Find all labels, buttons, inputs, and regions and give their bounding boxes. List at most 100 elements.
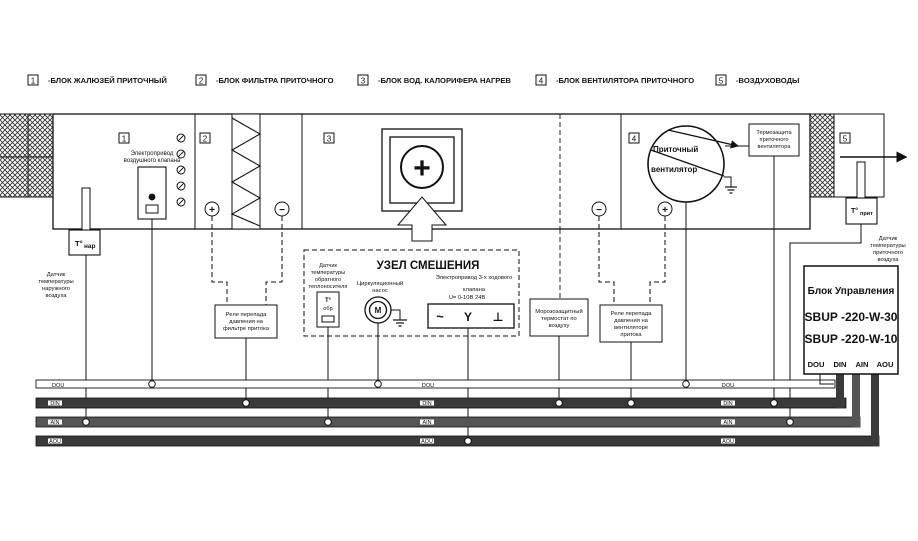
legend-text: -БЛОК ВЕНТИЛЯТОРА ПРИТОЧНОГО bbox=[556, 76, 694, 85]
outdoor-sensor-desc-4: воздуха bbox=[45, 293, 67, 299]
supply-sensor-desc-3: приточного bbox=[873, 250, 903, 256]
junction bbox=[82, 418, 90, 426]
junction bbox=[324, 418, 332, 426]
port-dou: DOU bbox=[808, 360, 825, 369]
junction bbox=[242, 399, 250, 407]
actuator-label-1: Электропривод bbox=[131, 151, 174, 157]
bus-aou: AOU AOU AOU bbox=[35, 374, 880, 447]
legend-item-4: 4 -БЛОК ВЕНТИЛЯТОРА ПРИТОЧНОГО bbox=[535, 74, 694, 86]
bus-aou-label-1: AOU bbox=[49, 439, 61, 445]
terminal-screws bbox=[176, 133, 186, 207]
fan-relay-label-4: притока bbox=[620, 332, 642, 338]
filter-pressure-relay: Реле перепада давления на фильтре приток… bbox=[214, 304, 278, 405]
three-way-valve-actuator: Электропривод 3-х ходового клапана U= 0-… bbox=[427, 275, 515, 441]
supply-sensor-desc-2: температуры bbox=[870, 243, 905, 249]
legend-text: -БЛОК ЖАЛЮЗЕЙ ПРИТОЧНЫЙ bbox=[48, 76, 167, 85]
outdoor-sensor-tag-sub: нар bbox=[84, 243, 96, 250]
legend-text: -БЛОК ФИЛЬТРА ПРИТОЧНОГО bbox=[216, 76, 334, 85]
fan-plus-port: + bbox=[662, 205, 668, 216]
return-sensor-tag-sub: обр bbox=[323, 306, 332, 312]
fan-pressure-relay: Реле перепада давления на вентиляторе пр… bbox=[599, 304, 663, 405]
junction bbox=[770, 399, 778, 407]
block-number-1: 1 bbox=[122, 135, 127, 144]
valve-desc-1: Электропривод 3-х ходового bbox=[436, 275, 513, 281]
outdoor-sensor-desc-3: наружного bbox=[42, 286, 70, 292]
outdoor-sensor-desc-1: Датчик bbox=[47, 272, 66, 278]
block-number-2: 2 bbox=[203, 135, 208, 144]
filter-relay-label-1: Реле перепада bbox=[226, 312, 267, 318]
junction bbox=[627, 399, 635, 407]
fan-label-2: вентилятор bbox=[651, 165, 697, 174]
legend-num: 3 bbox=[361, 77, 366, 86]
inlet-flex-connector bbox=[27, 113, 54, 198]
bus-aou-label-3: AOU bbox=[722, 439, 734, 445]
frost-label-2: термостат по bbox=[541, 316, 576, 322]
fan-minus-port: − bbox=[596, 205, 602, 216]
valve-symbol-ac: ~ bbox=[436, 309, 444, 324]
valve-spec: U= 0-10В 24В bbox=[449, 295, 486, 301]
supply-sensor-tag: T° bbox=[851, 207, 858, 215]
junction bbox=[464, 437, 472, 445]
fan-label-1: Приточный bbox=[653, 145, 698, 154]
block-number-3: 3 bbox=[327, 135, 332, 144]
mixing-unit-frame bbox=[303, 249, 520, 337]
return-sensor-desc-2: температуры bbox=[311, 270, 345, 276]
supply-sensor-desc-4: воздуха bbox=[877, 257, 899, 263]
outdoor-sensor-desc-2: температуры bbox=[38, 279, 73, 285]
bus-dou-label-2: DOU bbox=[422, 383, 434, 389]
mixing-unit-title: УЗЕЛ СМЕШЕНИЯ bbox=[377, 260, 480, 272]
bus-din-label-1: DIN bbox=[50, 401, 59, 407]
control-unit-model-2: SBUP -220-W-10 bbox=[805, 332, 898, 346]
thermo-label-3: вентилятора bbox=[758, 144, 792, 150]
control-unit: Блок Управления SBUP -220-W-30 SBUP -220… bbox=[803, 265, 899, 375]
junction bbox=[555, 399, 563, 407]
junction bbox=[148, 380, 156, 388]
bus-ain: AIN AIN AIN bbox=[35, 374, 861, 428]
legend-text: -БЛОК ВОД. КАЛОРИФЕРА НАГРЕВ bbox=[378, 76, 511, 85]
block-number-4: 4 bbox=[632, 135, 637, 144]
junction bbox=[682, 380, 690, 388]
legend-item-1: 1 -БЛОК ЖАЛЮЗЕЙ ПРИТОЧНЫЙ bbox=[27, 74, 167, 86]
circulation-pump: Циркуляционный насос M bbox=[357, 280, 407, 387]
legend-item-3: 3 -БЛОК ВОД. КАЛОРИФЕРА НАГРЕВ bbox=[357, 74, 511, 86]
legend-num: 4 bbox=[539, 77, 544, 86]
block-number-5: 5 bbox=[843, 135, 848, 144]
actuator-label-2: воздушного клапана bbox=[124, 158, 181, 164]
bus-ain-label-3: AIN bbox=[724, 420, 733, 426]
fan-relay-label-1: Реле перепада bbox=[611, 311, 652, 317]
port-aou: AOU bbox=[877, 360, 894, 369]
inlet-duct bbox=[0, 114, 28, 197]
filter-plus-port: + bbox=[209, 205, 215, 216]
junction bbox=[786, 418, 794, 426]
frost-label-1: Морозозащитный bbox=[535, 308, 582, 315]
port-din: DIN bbox=[833, 360, 846, 369]
filter-relay-label-2: давления на bbox=[229, 319, 264, 325]
valve-symbol-ground: ⊥ bbox=[493, 310, 504, 324]
junction bbox=[374, 380, 382, 388]
bus-dou-label-1: DOU bbox=[52, 383, 64, 389]
bus-din-label-3: DIN bbox=[723, 401, 732, 407]
bus-dou-label-3: DOU bbox=[722, 383, 734, 389]
supply-sensor-tag-sub: прит bbox=[860, 211, 873, 217]
legend: 1 -БЛОК ЖАЛЮЗЕЙ ПРИТОЧНЫЙ 2 -БЛОК ФИЛЬТР… bbox=[27, 74, 799, 86]
supply-sensor-desc-1: Датчик bbox=[879, 236, 898, 242]
valve-desc-2: клапана bbox=[463, 287, 486, 293]
outlet-flex-connector bbox=[809, 113, 835, 198]
port-ain: AIN bbox=[855, 360, 868, 369]
damper-actuator: Электропривод воздушного клапана bbox=[124, 151, 181, 387]
pump-motor-tag: M bbox=[375, 306, 382, 315]
outdoor-temp-sensor: T° нар Датчик температуры наружного возд… bbox=[38, 187, 101, 423]
fan-relay-label-2: давления на bbox=[614, 318, 649, 324]
supply-filter: + − bbox=[204, 113, 290, 305]
legend-num: 1 bbox=[31, 77, 36, 86]
signal-buses: DOU DOU DOU DIN DIN DIN AIN AIN AIN bbox=[35, 374, 880, 447]
outdoor-sensor-tag: T° bbox=[75, 239, 83, 248]
thermo-label-1: Термозащита bbox=[756, 130, 792, 136]
bus-aou-label-2: AOU bbox=[421, 439, 433, 445]
legend-item-5: 5 -ВОЗДУХОВОДЫ bbox=[715, 74, 799, 86]
bus-dou: DOU DOU DOU bbox=[35, 374, 836, 389]
legend-text: -ВОЗДУХОВОДЫ bbox=[736, 76, 799, 85]
return-sensor-desc-1: Датчик bbox=[319, 263, 337, 269]
return-sensor-desc-3: обратного bbox=[315, 277, 341, 283]
